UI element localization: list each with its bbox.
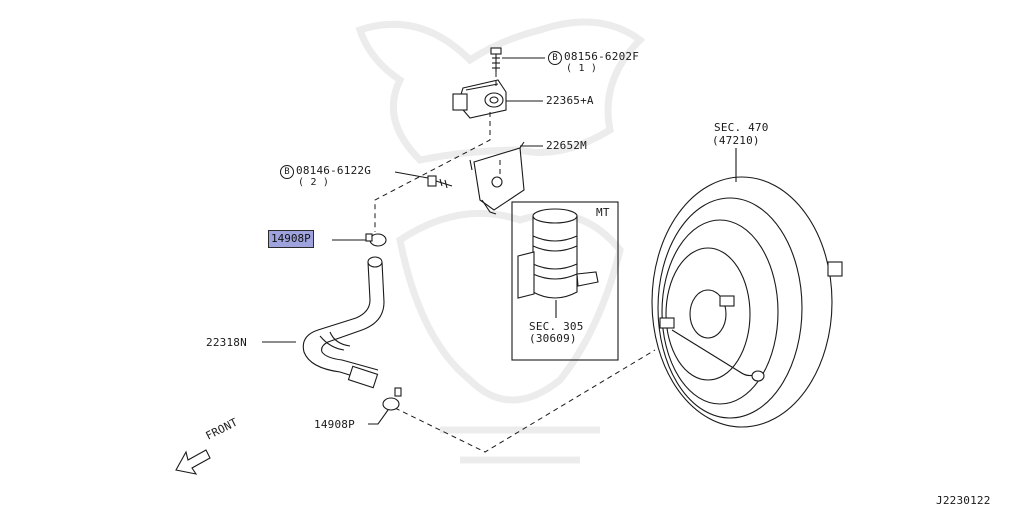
mt-reservoir-box [511,201,619,361]
sensor-part-number: 22365+A [546,94,594,107]
bracket [469,141,525,215]
hose-part-number: 22318N [206,336,247,349]
reservoir-section: SEC. 305 [529,320,584,333]
pressure-sensor [452,79,507,119]
clamp-top [365,233,387,247]
bolt-bracket-code: 08146-6122G [296,164,372,177]
bolt-top [490,47,502,72]
bracket-part-number: 22652M [546,139,587,152]
booster-part-number: (47210) [712,134,760,147]
watermark-emblem [355,18,646,464]
booster-section: SEC. 470 [714,121,769,134]
clamp-highlighted-part-number[interactable]: 14908P [268,230,314,248]
reservoir-part-number: (30609) [529,332,577,345]
front-arrow-icon [175,449,211,475]
bolt-top-qty: ( 1 ) [566,63,598,74]
bolt-top-code: 08156-6202F [564,50,640,63]
diagram-id: J2230122 [936,494,991,507]
clamp-lower-part-number: 14908P [314,418,355,431]
bolt-bracket-qty: ( 2 ) [298,177,330,188]
mt-box-title: MT [596,206,610,219]
bolt-marker-b-top: B [548,51,562,65]
brake-booster [651,176,843,428]
bolt-marker-b-bracket: B [280,165,294,179]
bolt-bracket [427,175,453,189]
clamp-lower [382,387,402,411]
vacuum-hose [302,256,385,389]
assembly-guide-lines [374,72,656,453]
